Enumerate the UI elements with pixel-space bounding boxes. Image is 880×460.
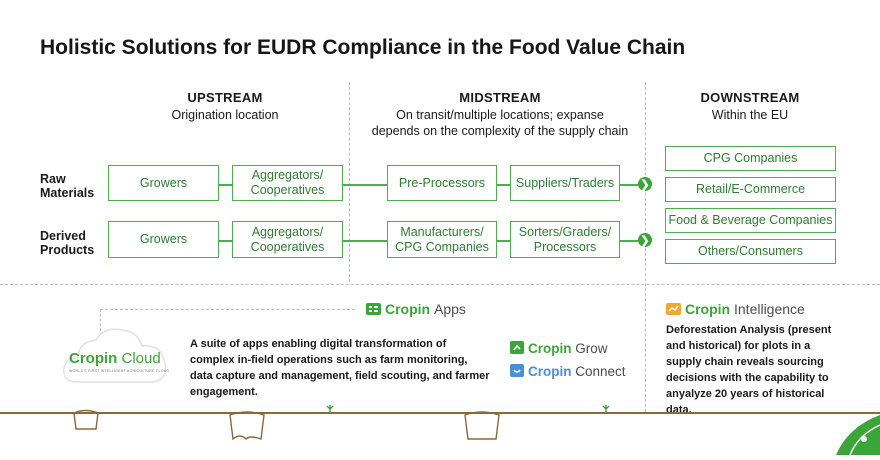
row-label-derived-products: Derived Products <box>40 229 94 257</box>
connect-name: Connect <box>575 364 626 379</box>
cloud-tagline: WORLD'S FIRST INTELLIGENT AGRICULTURE CL… <box>69 369 170 373</box>
apps-icon <box>366 303 381 315</box>
intelligence-name: Intelligence <box>734 301 805 317</box>
divider-midstream-downstream <box>645 82 646 412</box>
grow-icon <box>510 341 524 354</box>
midstream-subtitle-line1: On transit/multiple locations; expanse <box>396 108 604 122</box>
downstream-cpg-label: CPG Companies <box>703 151 798 165</box>
cropin-intelligence-heading: Cropin Intelligence <box>666 301 805 317</box>
downstream-food-label: Food & Beverage Companies <box>668 213 833 227</box>
cropin-cloud-label: Cropin Cloud <box>69 350 161 367</box>
downstream-retail-label: Retail/E-Commerce <box>695 182 806 196</box>
chevron-right-icon: ❯ <box>638 233 652 247</box>
downstream-subtitle: Within the EU <box>711 108 789 122</box>
box-raw-aggregators-line1: Aggregators/ <box>251 168 324 182</box>
cloud-name: Cloud <box>121 350 161 367</box>
chevron-right-icon: ❯ <box>638 177 652 191</box>
stump-icon <box>229 411 265 441</box>
box-derived-aggregators: Aggregators/ Cooperatives <box>232 221 343 258</box>
box-derived-growers: Growers <box>108 221 219 258</box>
page-title: Holistic Solutions for EUDR Compliance i… <box>40 36 686 59</box>
sprout-icon <box>602 405 610 413</box>
divider-horizontal <box>0 284 880 285</box>
ground-decorations <box>73 405 880 456</box>
box-derived-sorters-line1: Sorters/Graders/ <box>518 224 612 239</box>
divider-upstream-midstream <box>349 82 350 282</box>
midstream-subtitle-line2: depends on the complexity of the supply … <box>371 124 629 138</box>
stump-icon <box>73 409 99 430</box>
downstream-food-beverage: Food & Beverage Companies <box>665 208 836 233</box>
row-label-derived-line1: Derived <box>40 229 86 243</box>
box-raw-preprocessors: Pre-Processors <box>387 165 497 201</box>
box-derived-growers-label: Growers <box>139 232 188 246</box>
upstream-subtitle: Origination location <box>171 108 279 122</box>
row-label-raw-line2: Materials <box>40 186 95 200</box>
connect-brand: Cropin <box>528 364 572 379</box>
sprout-icon <box>326 405 334 413</box>
box-raw-aggregators: Aggregators/ Cooperatives <box>232 165 343 201</box>
box-raw-growers-label: Growers <box>139 175 188 190</box>
box-raw-suppliers: Suppliers/Traders <box>510 165 620 201</box>
apps-brand: Cropin <box>385 301 431 317</box>
box-raw-growers: Growers <box>108 165 219 201</box>
box-raw-aggregators-line2: Cooperatives <box>250 183 325 197</box>
downstream-retail: Retail/E-Commerce <box>665 177 836 202</box>
box-derived-aggregators-line1: Aggregators/ <box>251 224 324 239</box>
box-derived-manufacturers-line2: CPG Companies <box>395 239 489 254</box>
grow-brand: Cropin <box>528 341 572 356</box>
stump-icon <box>464 411 500 440</box>
intelligence-description: Deforestation Analysis (present and hist… <box>666 324 832 416</box>
row-label-raw-line1: Raw <box>40 172 66 186</box>
grow-name: Grow <box>575 341 608 356</box>
box-derived-manufacturers-line1: Manufacturers/ <box>400 224 484 239</box>
cloud-brand: Cropin <box>69 350 118 367</box>
apps-leader-drop <box>100 309 101 331</box>
upstream-heading: UPSTREAM <box>187 90 263 105</box>
box-derived-sorters-line2: Processors <box>533 239 597 254</box>
downstream-others-label: Others/Consumers <box>698 244 803 258</box>
cropin-connect: Cropin Connect <box>510 364 626 379</box>
box-raw-preprocessors-label: Pre-Processors <box>398 175 486 190</box>
box-derived-sorters: Sorters/Graders/ Processors <box>510 221 620 258</box>
apps-name: Apps <box>434 301 466 317</box>
midstream-heading: MIDSTREAM <box>459 90 541 105</box>
box-derived-manufacturers: Manufacturers/ CPG Companies <box>387 221 497 258</box>
box-derived-aggregators-line2: Cooperatives <box>250 239 325 254</box>
cropin-cloud-logo <box>63 328 167 383</box>
apps-description: A suite of apps enabling digital transfo… <box>190 338 490 398</box>
downstream-heading: DOWNSTREAM <box>700 90 800 105</box>
intelligence-icon <box>666 303 681 315</box>
connect-icon <box>510 364 524 377</box>
cropin-apps-heading: Cropin Apps <box>366 301 466 317</box>
downstream-cpg-companies: CPG Companies <box>665 146 836 171</box>
downstream-others: Others/Consumers <box>665 239 836 264</box>
cropin-grow: Cropin Grow <box>510 341 608 356</box>
box-raw-suppliers-label: Suppliers/Traders <box>515 175 615 190</box>
leaf-icon <box>836 415 880 455</box>
ground-line <box>0 412 880 414</box>
row-label-derived-line2: Products <box>40 243 95 257</box>
apps-leader-line <box>100 309 355 310</box>
row-label-raw-materials: Raw Materials <box>40 172 94 200</box>
intelligence-brand: Cropin <box>685 301 731 317</box>
